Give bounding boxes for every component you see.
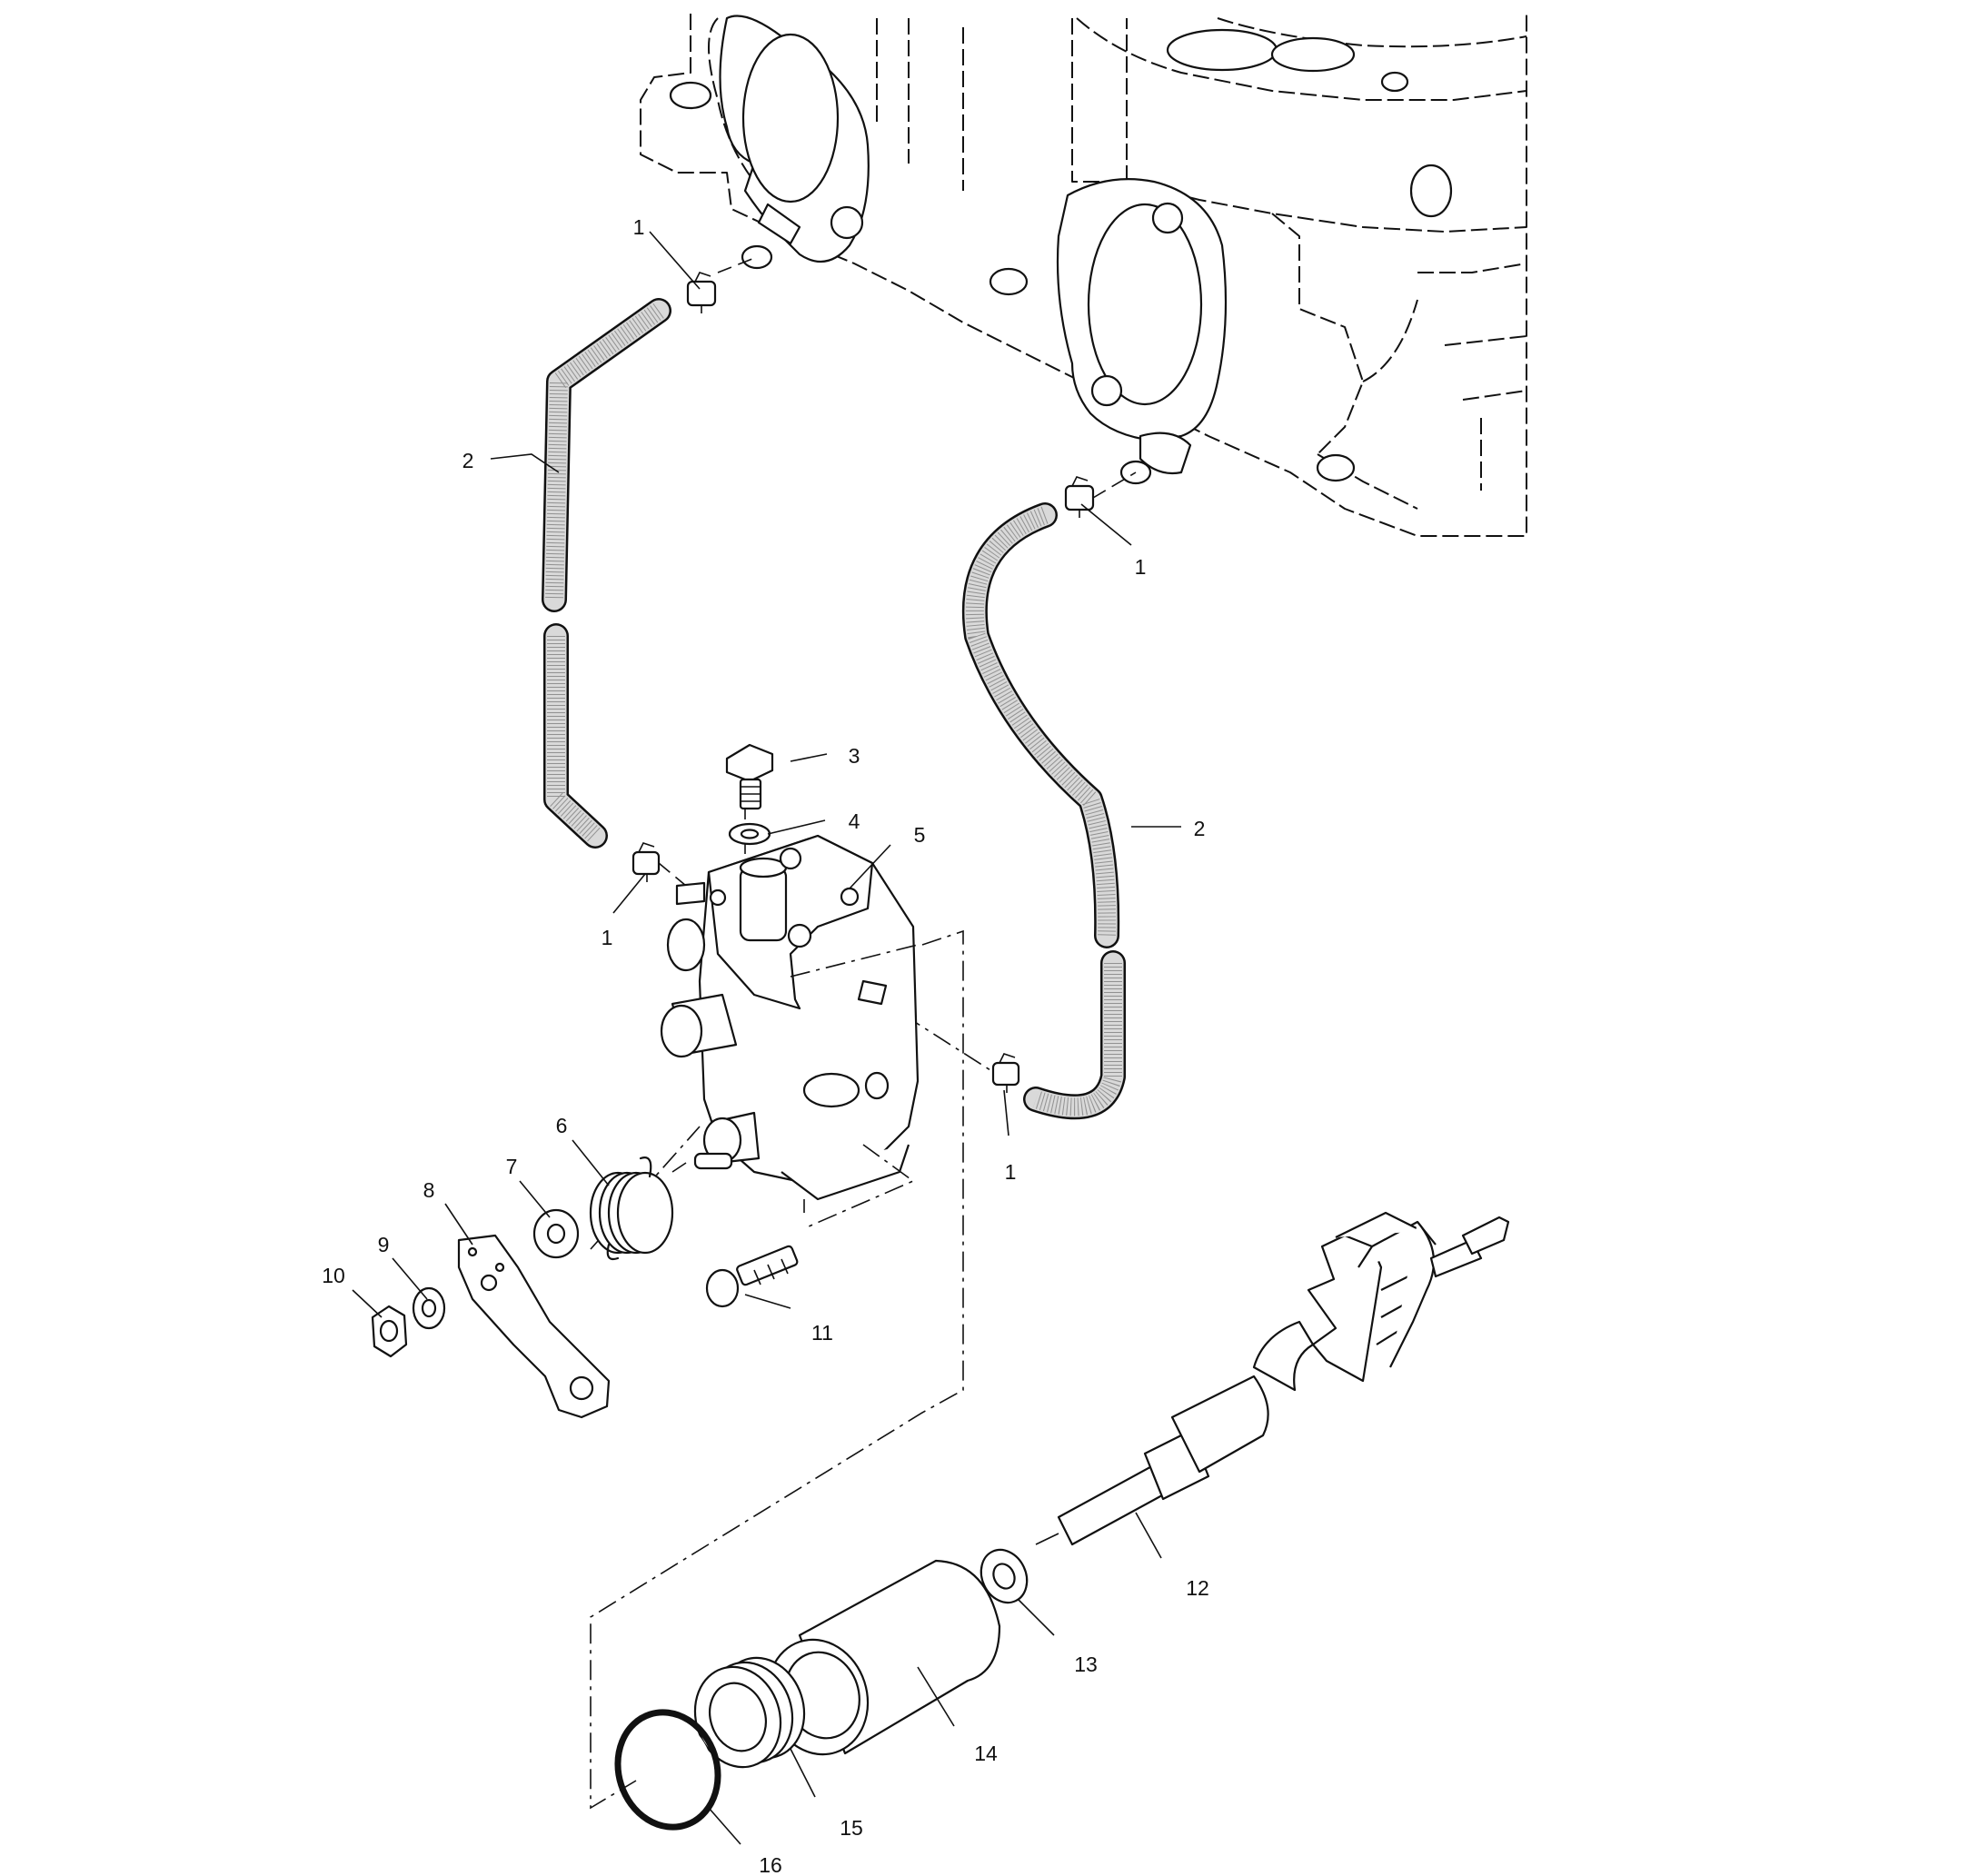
callout-1: 1 <box>1135 555 1147 579</box>
callout-5: 5 <box>914 823 926 847</box>
thrust-washer <box>980 1548 1029 1604</box>
assembly-boundary <box>590 929 964 1810</box>
callout-13: 13 <box>1074 1653 1098 1676</box>
circlip <box>614 1709 721 1831</box>
callout-1: 1 <box>602 926 613 949</box>
hose-clamp <box>991 1053 1020 1093</box>
return-spring <box>589 1156 674 1261</box>
oil-pump-body <box>660 834 920 1213</box>
callout-1: 1 <box>1005 1160 1017 1184</box>
hex-nut <box>371 1305 408 1358</box>
callout-3: 3 <box>849 744 860 768</box>
engine-cylinder-block <box>640 14 1527 537</box>
callout-15: 15 <box>840 1816 863 1840</box>
callout-7: 7 <box>506 1155 518 1178</box>
drive-gear-shaft <box>1035 1211 1510 1546</box>
callout-8: 8 <box>423 1178 435 1202</box>
oil-hose-left <box>542 298 671 849</box>
mounting-screw <box>705 1245 799 1308</box>
callout-1: 1 <box>633 215 645 239</box>
sealing-washer <box>728 822 771 846</box>
hose-clamp <box>686 272 717 313</box>
callout-14: 14 <box>974 1742 998 1765</box>
callout-11: 11 <box>811 1321 833 1345</box>
callout-16: 16 <box>759 1853 782 1876</box>
hose-clamp <box>631 842 661 882</box>
callout-4: 4 <box>849 809 860 833</box>
callout-12: 12 <box>1186 1576 1209 1600</box>
callout-2: 2 <box>462 449 474 472</box>
oil-seal <box>693 1656 806 1769</box>
callout-labels: 1 1 1 1 2 2 3 4 5 6 7 8 9 10 11 12 13 14… <box>322 215 1209 1876</box>
flat-washer <box>532 1208 580 1259</box>
callout-2: 2 <box>1194 817 1206 840</box>
banjo-bolt <box>725 743 774 810</box>
leader-lines <box>352 231 1181 1845</box>
control-lever <box>457 1234 611 1419</box>
oil-hose-right <box>961 502 1126 1120</box>
callout-10: 10 <box>322 1264 345 1287</box>
callout-6: 6 <box>556 1114 568 1137</box>
hose-clamp <box>1064 476 1095 518</box>
lock-washer <box>412 1286 446 1330</box>
callout-9: 9 <box>378 1233 390 1256</box>
